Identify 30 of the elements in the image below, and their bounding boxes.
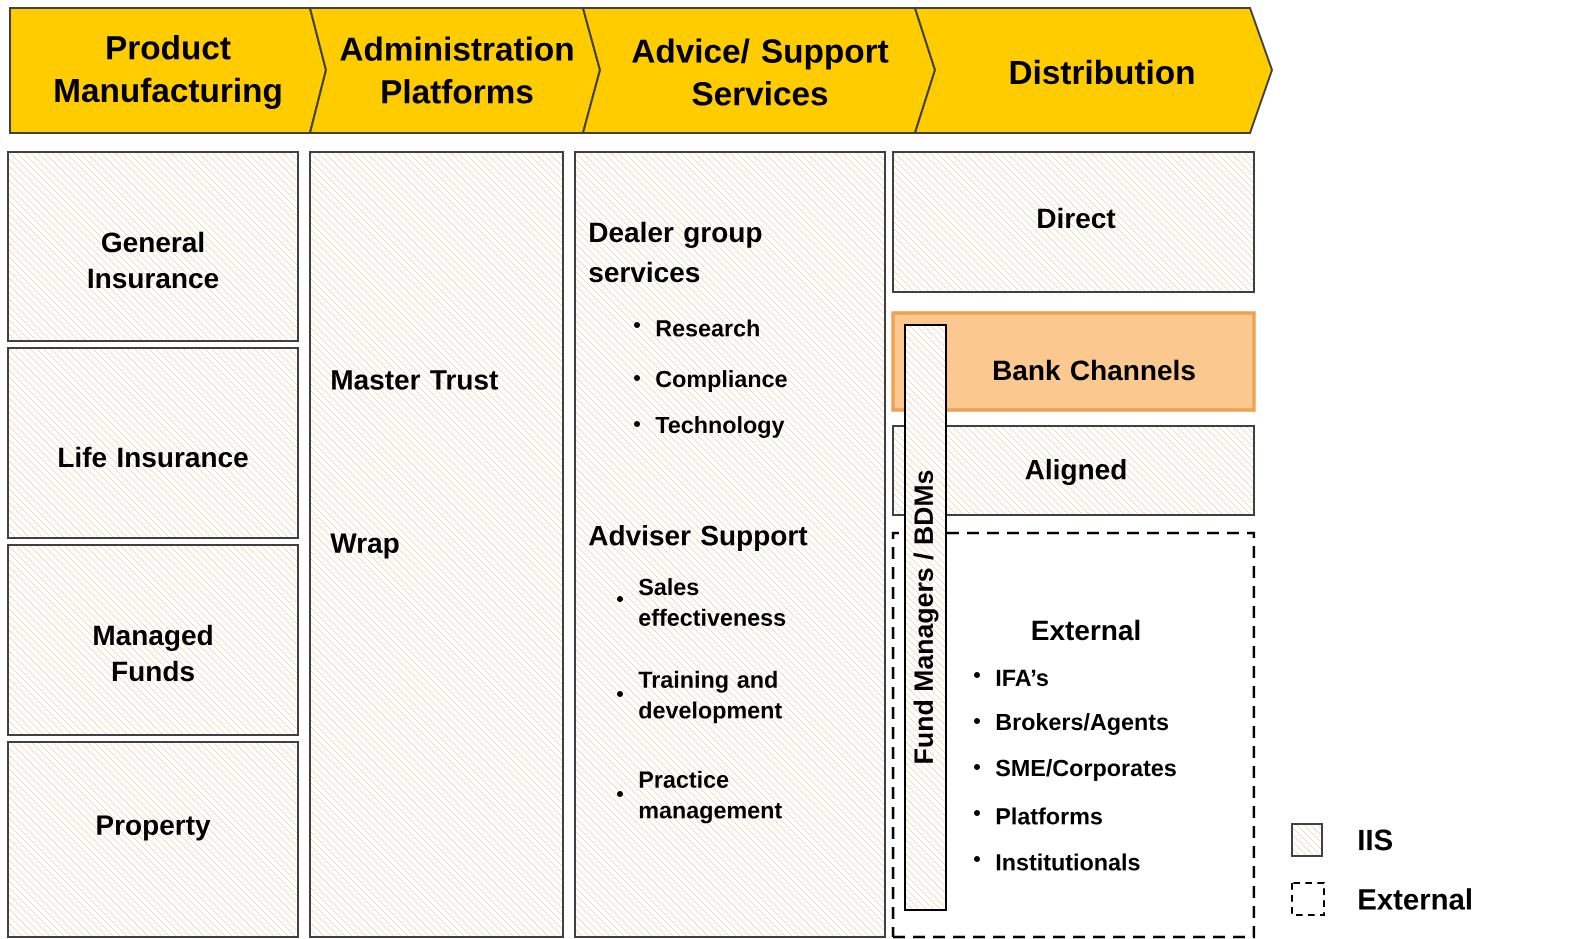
bullet-item: Research — [634, 319, 759, 337]
stage-header: Administration Platforms — [308, 7, 602, 134]
legend-label: External — [1359, 888, 1471, 910]
bullet-item: SME/Corporates — [974, 759, 1176, 781]
bullet-item: Institutionals — [974, 853, 1140, 871]
bullet-item: Sales effectiveness — [617, 578, 786, 626]
bullet-item: Technology — [634, 416, 785, 438]
stage-header: Distribution — [913, 7, 1274, 134]
box-label: Aligned — [1025, 458, 1126, 486]
box-label: Bank Channels — [993, 359, 1195, 381]
legend-label: IIS — [1359, 829, 1392, 851]
section-heading: Dealer group services — [589, 221, 762, 283]
bullet-item: Platforms — [974, 807, 1102, 825]
stage-header: Product Manufacturing — [9, 7, 328, 134]
box-label: General Insurance — [88, 231, 219, 289]
box-label: Managed Funds — [94, 624, 212, 682]
section-heading: Wrap — [330, 533, 399, 559]
bullet-item: IFA’s — [974, 669, 1048, 687]
section-heading: Master Trust — [332, 370, 498, 390]
vertical-label: Fund Managers / BDMs — [913, 470, 939, 763]
stage-header: Advice/ Support Services — [581, 7, 937, 134]
bullet-item: Practice management — [617, 770, 782, 824]
section-heading: Adviser Support — [588, 524, 808, 552]
bullet-item: Training and development — [617, 670, 782, 724]
box-label: Life Insurance — [59, 446, 248, 468]
box-label: Direct — [1038, 207, 1116, 229]
box-label: External — [1032, 619, 1140, 641]
box-label: Property — [97, 815, 211, 841]
bullet-item: Brokers/Agents — [974, 713, 1169, 735]
bullet-item: Compliance — [634, 370, 787, 392]
